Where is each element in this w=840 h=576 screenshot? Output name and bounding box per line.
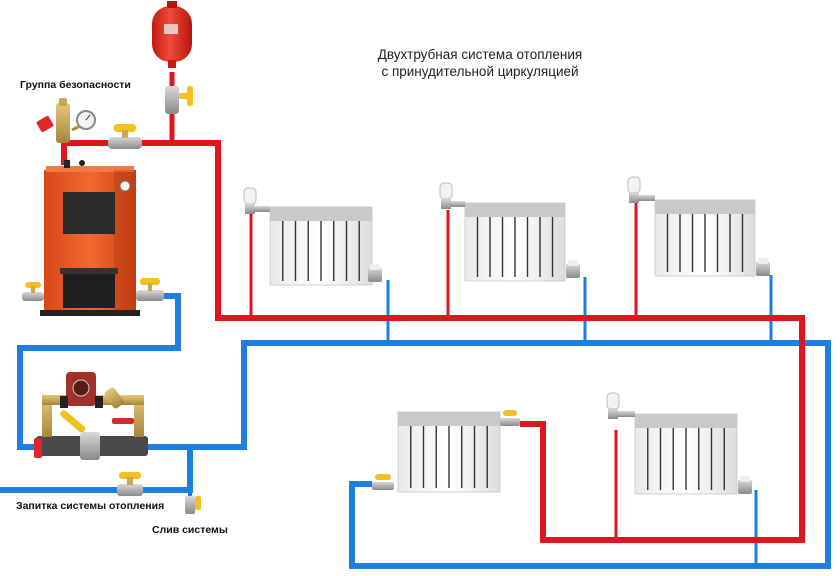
bypass-valve-handle[interactable] bbox=[59, 409, 86, 434]
return-pipe-main bbox=[148, 340, 831, 569]
drain-valve[interactable] bbox=[185, 496, 201, 514]
boiler-thermometer-icon bbox=[119, 180, 131, 192]
pump-valve-handle[interactable] bbox=[112, 418, 134, 424]
radiator-return-valve[interactable] bbox=[756, 258, 770, 276]
radiator-return-valve[interactable] bbox=[368, 264, 382, 282]
radiators bbox=[243, 176, 770, 495]
thermostatic-valve[interactable] bbox=[627, 176, 655, 203]
thermostatic-valve[interactable] bbox=[243, 187, 270, 214]
feed-ball-valve[interactable] bbox=[117, 472, 143, 496]
boiler-return-valve[interactable] bbox=[136, 278, 164, 301]
pump-group bbox=[34, 372, 148, 460]
radiator bbox=[627, 176, 770, 277]
radiator-return-valve[interactable] bbox=[738, 476, 752, 494]
supply-ball-valve[interactable] bbox=[108, 124, 142, 149]
label-system-feed: Запитка системы отопления bbox=[16, 500, 165, 512]
label-system-drain: Слив системы bbox=[152, 524, 228, 536]
boiler bbox=[40, 160, 140, 316]
radiator-ball-valve[interactable] bbox=[500, 410, 520, 426]
radiator bbox=[439, 182, 580, 282]
radiator-return-valve[interactable] bbox=[566, 260, 580, 278]
label-safety-group: Группа безопасности bbox=[20, 79, 131, 91]
thermostatic-valve[interactable] bbox=[439, 182, 465, 209]
radiator-ball-valve[interactable] bbox=[372, 474, 394, 490]
boiler-drain-valve[interactable] bbox=[22, 282, 44, 301]
title-line-2: с принудительной циркуляцией bbox=[381, 64, 579, 79]
title-line-1: Двухтрубная система отопления bbox=[377, 47, 583, 62]
diagram-title: Двухтрубная система отопления с принудит… bbox=[340, 46, 620, 80]
radiator bbox=[243, 187, 382, 286]
expansion-tank bbox=[152, 1, 193, 114]
return-pipes bbox=[0, 275, 831, 569]
return-pipe-boiler bbox=[17, 293, 181, 450]
radiator bbox=[372, 410, 520, 493]
safety-group bbox=[36, 98, 96, 143]
thermostatic-valve[interactable] bbox=[606, 392, 635, 419]
inlet-valve-handle[interactable] bbox=[34, 438, 42, 458]
tank-valve[interactable] bbox=[165, 86, 193, 114]
radiator bbox=[606, 392, 752, 495]
circulation-pump[interactable] bbox=[60, 372, 103, 408]
